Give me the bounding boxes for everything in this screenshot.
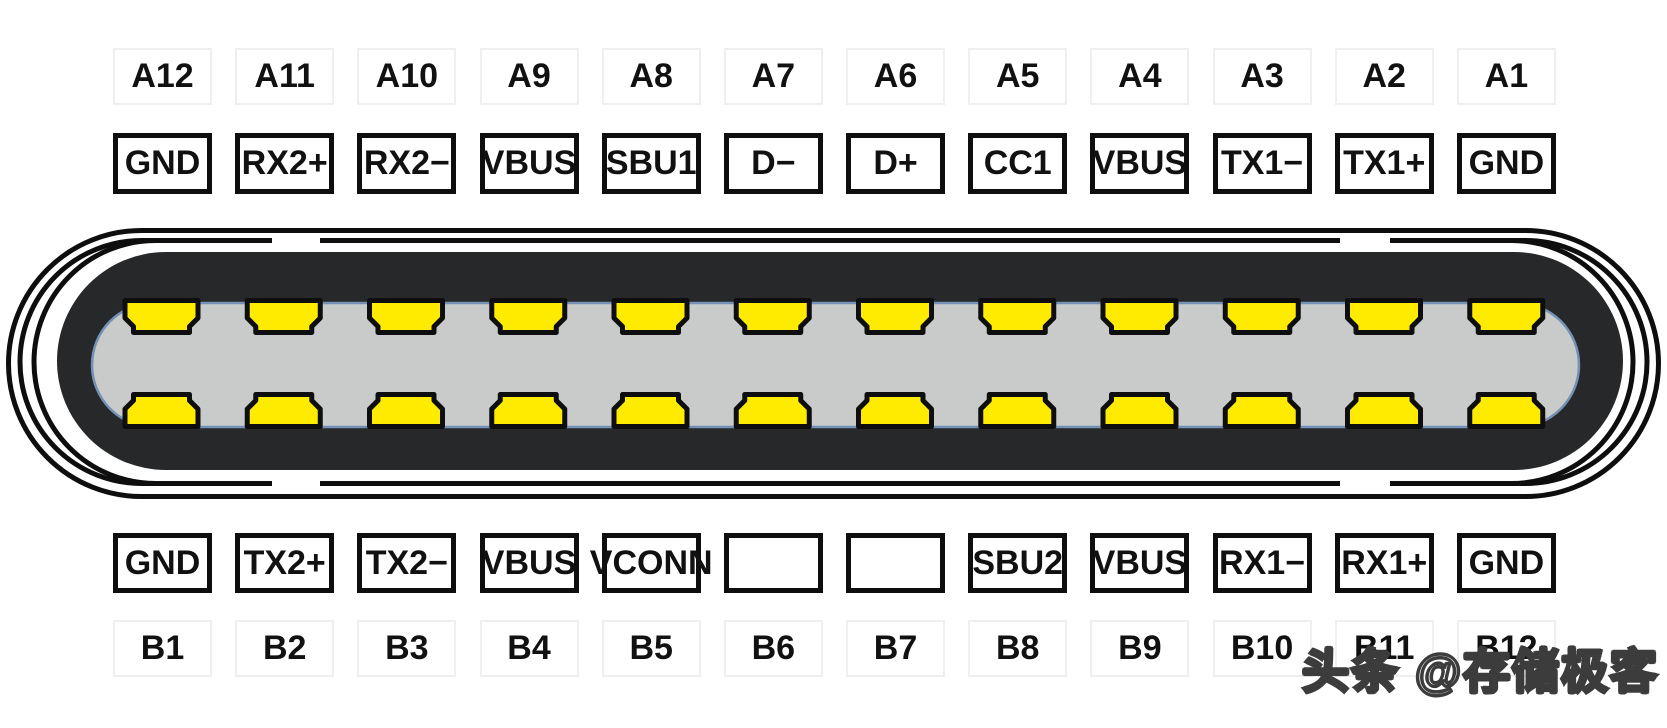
pin-contact-bottom [122, 392, 201, 429]
pin-contact-bottom [1100, 392, 1179, 429]
pin-contact-bottom [1345, 392, 1423, 429]
pin-function-box-b9: VBUS [1090, 533, 1190, 593]
connector-tongue [90, 301, 1581, 429]
top-pin-function-row: GND RX2+ RX2− VBUS SBU1 D− D+ CC1 VBUS T… [113, 133, 1556, 194]
pin-contact-bottom [1467, 392, 1546, 429]
pin-contact-bottom [489, 392, 568, 429]
pin-function-box-b10: RX1− [1212, 533, 1312, 593]
top-pin-row [122, 298, 1546, 335]
pin-contact-top [122, 298, 201, 335]
pin-number-label-a1: A1 [1456, 48, 1556, 105]
pin-number-label-a12: A12 [113, 48, 212, 105]
pin-function-box-b11: RX1+ [1334, 533, 1434, 593]
pin-function-box-b5: VCONN [590, 533, 713, 593]
shell-line-gap [272, 235, 320, 247]
pin-number-label-a4: A4 [1090, 48, 1190, 105]
pin-function-box-a1: GND [1456, 133, 1556, 194]
pin-function-box-a8: SBU1 [601, 133, 701, 194]
pin-contact-top [489, 298, 568, 335]
pin-contact-bottom [978, 392, 1057, 429]
pin-contact-bottom [244, 392, 323, 429]
pin-number-label-b4: B4 [479, 620, 579, 677]
pin-contact-top [1100, 298, 1179, 335]
pin-number-label-b2: B2 [235, 620, 335, 677]
pin-number-label-b12: B12 [1456, 620, 1556, 677]
pin-function-box-a3: TX1− [1212, 133, 1312, 194]
pin-contact-bottom [611, 392, 690, 429]
watermark-text: 头条 @存储极客 [1301, 644, 1659, 700]
pin-contact-bottom [367, 392, 445, 429]
pin-function-box-a12: GND [113, 133, 212, 194]
pin-contact-top [611, 298, 690, 335]
shell-line-gap [1340, 478, 1390, 490]
pin-function-box-b7 [846, 533, 946, 593]
pin-function-box-a2: TX1+ [1334, 133, 1434, 194]
pin-contact-top [367, 298, 445, 335]
pin-function-box-b6 [723, 533, 823, 593]
shell-outer-outline [6, 228, 1661, 499]
pin-function-box-b1: GND [113, 533, 212, 593]
pin-function-box-a4: VBUS [1090, 133, 1190, 194]
pin-contact-top [978, 298, 1057, 335]
top-pin-number-row: A12 A11 A10 A9 A8 A7 A6 A5 A4 A3 A2 A1 [113, 48, 1556, 105]
pin-function-box-b2: TX2+ [235, 533, 335, 593]
pin-contact-top [244, 298, 323, 335]
pin-function-box-b4: VBUS [479, 533, 579, 593]
pin-function-box-b8: SBU2 [968, 533, 1068, 593]
pin-number-label-a8: A8 [601, 48, 701, 105]
pin-contact-bottom [1222, 392, 1301, 429]
shell-cap-seam-outline [31, 238, 1636, 486]
pin-number-label-b11: B11 [1334, 620, 1434, 677]
pin-function-box-b12: GND [1456, 533, 1556, 593]
pin-function-box-a11: RX2+ [235, 133, 335, 194]
shell-line-gap [1340, 235, 1390, 247]
bottom-pin-number-row: B1 B2 B3 B4 B5 B6 B7 B8 B9 B10 B11 B12 [113, 620, 1556, 677]
pin-function-box-a7: D− [723, 133, 823, 194]
pin-contact-bottom [733, 392, 812, 429]
pin-contact-bottom [856, 392, 934, 429]
pin-number-label-a7: A7 [723, 48, 823, 105]
pin-number-label-b1: B1 [113, 620, 212, 677]
pin-function-box-a9: VBUS [479, 133, 579, 194]
pin-contact-top [1345, 298, 1423, 335]
pin-contact-top [1222, 298, 1301, 335]
pin-number-label-a3: A3 [1212, 48, 1312, 105]
pin-number-label-b6: B6 [723, 620, 823, 677]
pin-number-label-a10: A10 [357, 48, 457, 105]
pin-number-label-b7: B7 [846, 620, 946, 677]
pin-number-label-a6: A6 [846, 48, 946, 105]
pin-function-box-a5: CC1 [968, 133, 1068, 194]
pin-number-label-b10: B10 [1212, 620, 1312, 677]
pin-number-label-b3: B3 [357, 620, 457, 677]
pin-number-label-a9: A9 [479, 48, 579, 105]
pin-contact-top [856, 298, 934, 335]
bottom-pin-function-row: GND TX2+ TX2− VBUS VCONN SBU2 VBUS RX1− … [113, 533, 1556, 593]
shell-line-gap [272, 478, 320, 490]
pin-number-label-b5: B5 [601, 620, 701, 677]
pin-contact-top [1467, 298, 1546, 335]
pin-function-box-a10: RX2− [357, 133, 457, 194]
pin-number-label-b9: B9 [1090, 620, 1190, 677]
pin-function-box-b3: TX2− [357, 533, 457, 593]
pin-number-label-a5: A5 [968, 48, 1068, 105]
bottom-pin-row [122, 392, 1546, 429]
pin-number-label-a11: A11 [235, 48, 335, 105]
pin-number-label-a2: A2 [1334, 48, 1434, 105]
pin-contact-top [733, 298, 812, 335]
pin-number-label-b8: B8 [968, 620, 1068, 677]
pin-function-box-a6: D+ [846, 133, 946, 194]
